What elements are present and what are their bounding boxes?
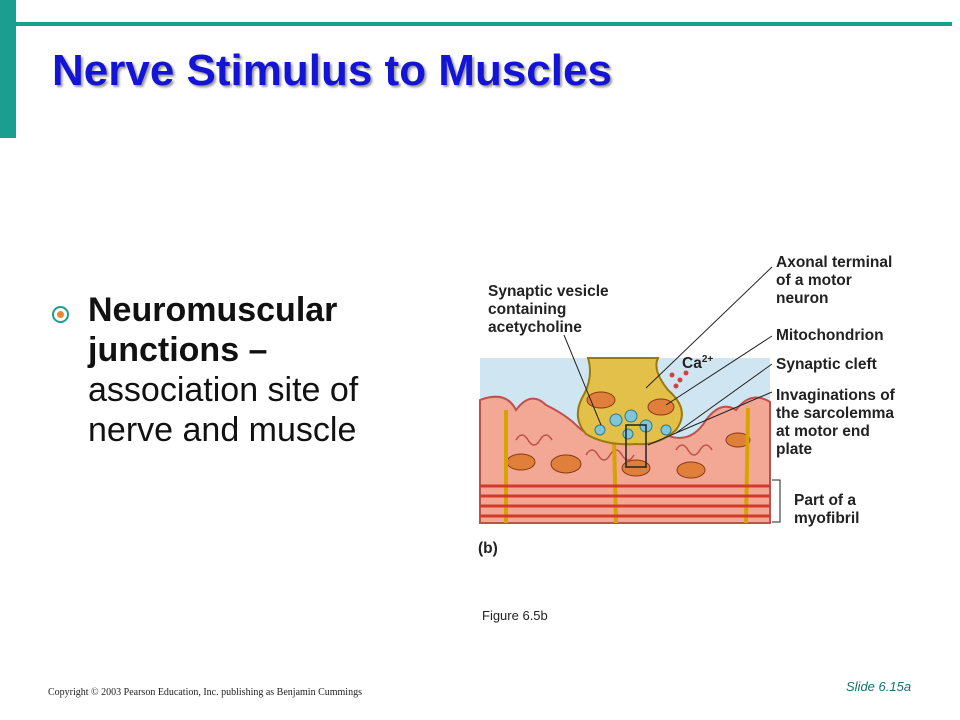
label-calcium: Ca2+: [682, 354, 713, 372]
slide-number: Slide 6.15a: [846, 679, 912, 694]
calcium-ions: [669, 370, 689, 389]
label-mitochondrion: Mitochondrion: [776, 327, 884, 344]
neuromuscular-junction-figure: Synaptic vesicle containing acetycholine…: [478, 254, 896, 557]
t-tubules: [504, 407, 750, 524]
muscle-mitochondria: [506, 432, 751, 479]
label-invaginations-1: Invaginations of: [776, 387, 896, 404]
inset-box: [625, 424, 647, 468]
slide-title: Nerve Stimulus to Muscles: [52, 46, 612, 95]
label-synaptic-vesicle-2: containing: [488, 301, 566, 318]
bullet-text: Neuromuscular junctions – association si…: [88, 290, 420, 450]
axonal-terminal: [576, 357, 683, 446]
terminal-mitochondria: [586, 391, 675, 416]
figure-caption: Figure 6.5b: [482, 608, 548, 623]
leader-lines: [563, 266, 781, 523]
accent-bar-vertical: [0, 0, 16, 138]
bullet-term: Neuromuscular junctions: [88, 291, 338, 369]
label-axonal-terminal-2: of a motor: [776, 272, 852, 289]
copyright-notice: Copyright © 2003 Pearson Education, Inc.…: [48, 687, 362, 698]
myofibril-stripes: [480, 484, 770, 518]
bullet-dash: –: [239, 331, 268, 369]
bullet-description: association site of nerve and muscle: [88, 371, 359, 449]
label-synaptic-cleft: Synaptic cleft: [776, 356, 877, 373]
accent-bar-horizontal: [16, 22, 952, 26]
bullet-dot-icon: [52, 306, 69, 323]
label-invaginations-3: at motor end: [776, 423, 870, 440]
label-invaginations-2: the sarcolemma: [776, 405, 894, 422]
label-axonal-terminal-1: Axonal terminal: [776, 254, 892, 271]
label-myofibril-1: Part of a: [794, 492, 856, 509]
label-panel-b: (b): [478, 540, 498, 557]
label-synaptic-vesicle-3: acetycholine: [488, 319, 582, 336]
bullet-item: Neuromuscular junctions – association si…: [50, 290, 420, 450]
label-axonal-terminal-3: neuron: [776, 290, 829, 307]
label-invaginations-4: plate: [776, 441, 813, 458]
label-myofibril-2: myofibril: [794, 510, 859, 527]
label-synaptic-vesicle-1: Synaptic vesicle: [488, 283, 609, 300]
